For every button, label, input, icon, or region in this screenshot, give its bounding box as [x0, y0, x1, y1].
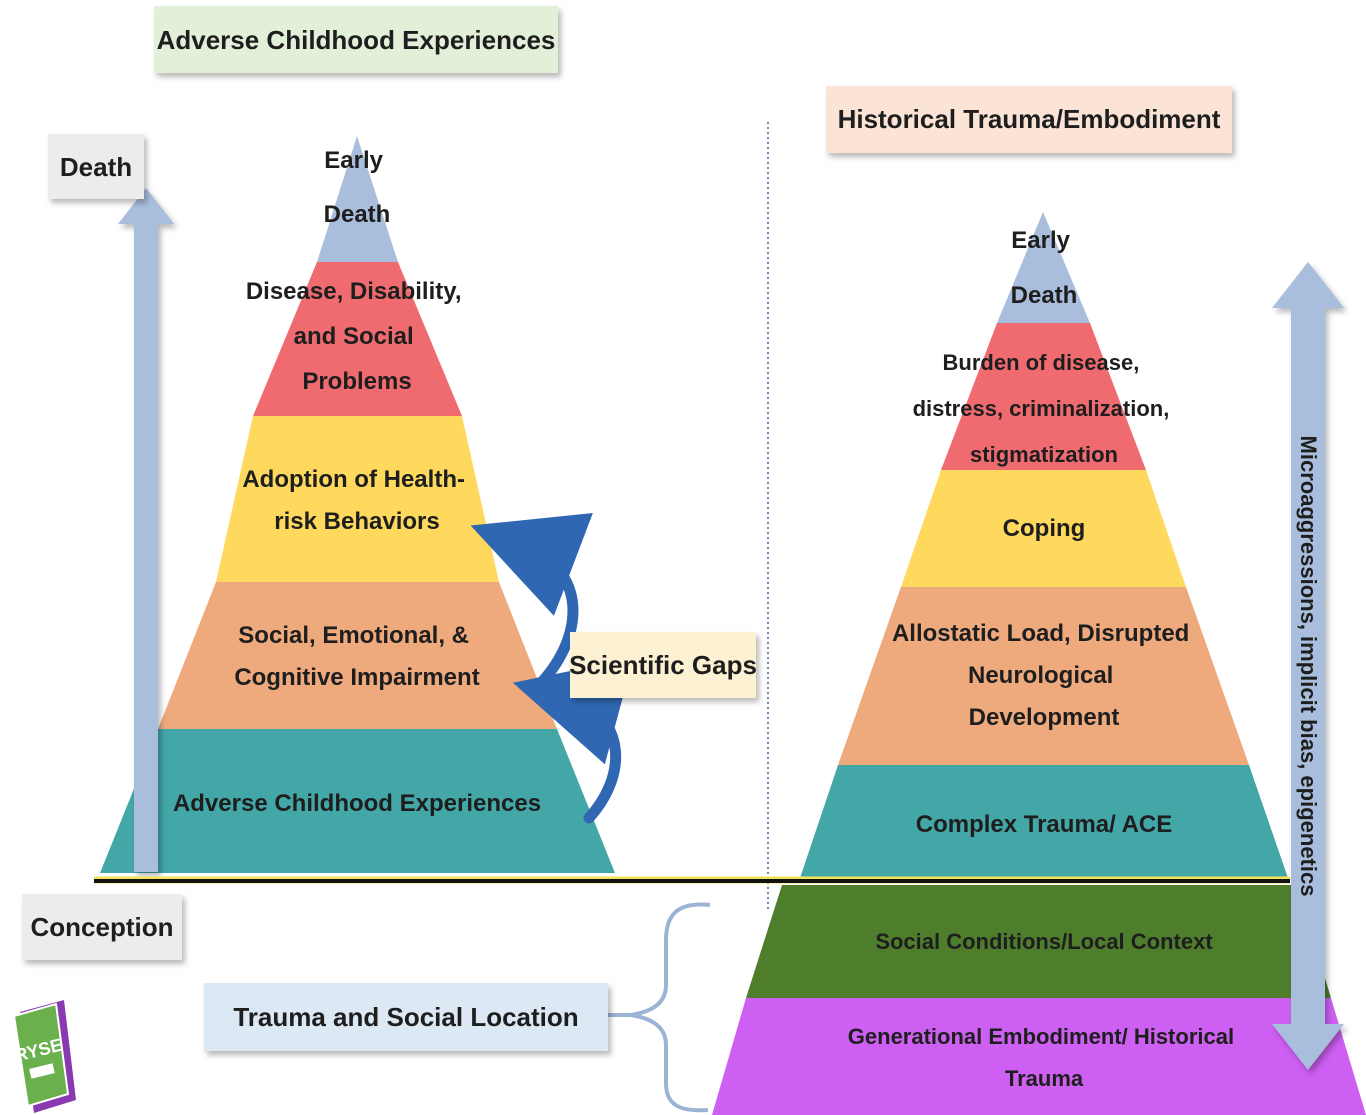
right-tier-3 — [800, 765, 1288, 878]
right-tier-2 — [746, 885, 1331, 998]
left-tier-4 — [253, 262, 462, 416]
right-tier-1-label: Generational Embodiment/ Historical Trau… — [848, 1024, 1240, 1091]
right-tier-5 — [901, 470, 1186, 587]
right-tier-7 — [997, 212, 1090, 323]
left-tier-2-label: Social, Emotional, & Cognitive Impairmen… — [234, 622, 479, 691]
right-tier-1 — [712, 998, 1366, 1115]
conception-box — [22, 894, 182, 960]
life-course-arrow — [118, 188, 174, 872]
ryse-logo: RYSE — [13, 1000, 76, 1113]
brace — [629, 902, 711, 1113]
left-tier-4-label: Disease, Disability, and Social Problems — [246, 278, 468, 395]
trauma-location-box — [204, 983, 608, 1051]
left-tier-1 — [100, 729, 615, 873]
right-tier-4-label: Allostatic Load, Disrupted Neurological … — [892, 620, 1196, 731]
right-title-box — [826, 86, 1232, 153]
right-tier-6 — [941, 323, 1146, 470]
right-tier-4 — [838, 587, 1249, 765]
side-arrow-label: Microaggressions, implicit bias, epigene… — [1296, 436, 1321, 897]
left-tier-1-label: Adverse Childhood Experiences — [173, 790, 541, 817]
death-label: Death — [60, 152, 132, 182]
conception-label: Conception — [31, 912, 174, 942]
right-tier-3-label: Complex Trauma/ ACE — [916, 811, 1173, 838]
right-tier-5-label: Coping — [1003, 515, 1086, 542]
scientific-gaps-box — [570, 632, 756, 698]
left-tier-5 — [317, 136, 398, 262]
trauma-location-label: Trauma and Social Location — [233, 1002, 578, 1032]
left-tier-3-label: Adoption of Health- risk Behaviors — [242, 466, 471, 535]
side-double-arrow — [1272, 262, 1344, 1070]
left-tier-2 — [158, 582, 557, 729]
death-box — [48, 134, 144, 199]
left-title: Adverse Childhood Experiences — [157, 25, 556, 55]
left-pyramid — [100, 136, 615, 873]
right-tier-2-label: Social Conditions/Local Context — [875, 929, 1213, 954]
scientific-gaps-label: Scientific Gaps — [569, 650, 757, 680]
right-tier-7-label: Early Death — [1011, 227, 1078, 309]
gap-arrow-lower — [512, 658, 634, 824]
right-title: Historical Trauma/Embodiment — [838, 104, 1221, 134]
left-title-box — [154, 6, 558, 73]
right-pyramid — [712, 212, 1366, 1115]
left-tier-5-label: Early Death — [324, 147, 391, 228]
right-tier-6-label: Burden of disease, distress, criminaliza… — [913, 350, 1176, 467]
left-tier-3 — [216, 416, 499, 582]
